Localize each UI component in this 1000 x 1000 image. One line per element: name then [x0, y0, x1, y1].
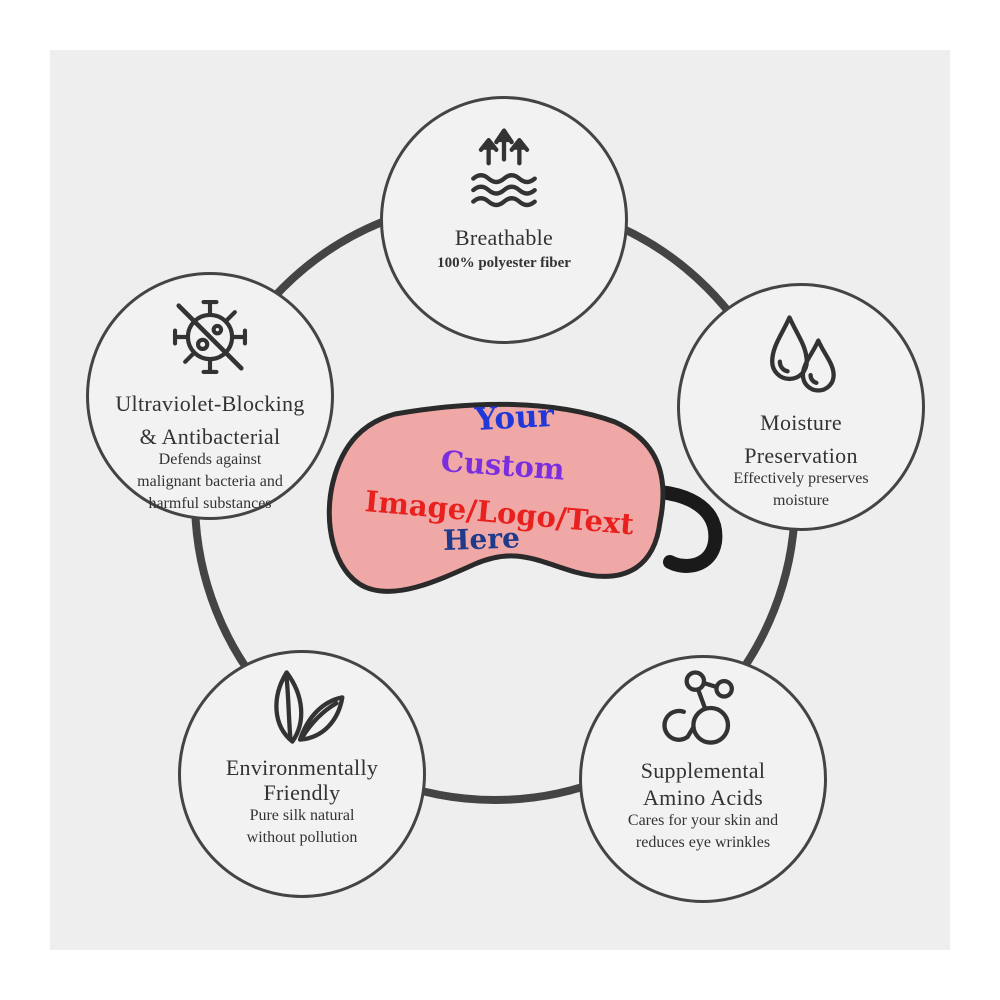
feature-description: 100% polyester fiber: [437, 255, 571, 271]
feature-title-line-2: & Antibacterial: [139, 424, 281, 449]
leaves-icon: [254, 659, 350, 755]
feature-description-line-1: Effectively preserves: [733, 470, 869, 487]
mask-text-here: Here: [442, 521, 521, 557]
anti-bacteria-icon: [164, 291, 256, 383]
feature-uv-antibacterial: Ultraviolet-Blocking & Antibacterial Def…: [86, 272, 334, 520]
wave-arrows-icon: [456, 121, 552, 217]
feature-title: Breathable: [454, 225, 554, 250]
feature-description-line-2: reduces eye wrinkles: [635, 834, 771, 851]
feature-title-line-1: Environmentally: [225, 755, 379, 780]
feature-moisture-preservation: Moisture Preservation Effectively preser…: [677, 283, 925, 531]
molecule-icon: [655, 660, 751, 756]
feature-title-line-2: Amino Acids: [642, 785, 764, 810]
feature-environmentally-friendly: Environmentally Friendly Pure silk natur…: [178, 650, 426, 898]
feature-description-line-2: moisture: [773, 492, 829, 509]
feature-breathable: Breathable 100% polyester fiber: [380, 96, 628, 344]
water-drops-icon: [753, 306, 849, 402]
feature-description-line-1: Defends against: [158, 451, 262, 468]
feature-title-line-2: Friendly: [263, 780, 341, 805]
feature-amino-acids: Supplemental Amino Acids Cares for your …: [579, 655, 827, 903]
feature-title-line-2: Preservation: [744, 443, 858, 468]
feature-description-line-3: harmful substances: [148, 495, 272, 512]
feature-description-line-2: without pollution: [246, 829, 358, 846]
feature-description-line-1: Cares for your skin and: [627, 812, 779, 829]
sleep-mask-shape: [326, 401, 723, 594]
feature-title-line-1: Moisture: [760, 410, 842, 435]
mask-text-your: Your: [474, 397, 555, 438]
feature-description-line-1: Pure silk natural: [249, 807, 355, 824]
feature-title-line-1: Ultraviolet-Blocking: [115, 391, 305, 416]
feature-title-line-1: Supplemental: [640, 758, 766, 783]
feature-description-line-2: malignant bacteria and: [137, 473, 283, 490]
sleep-mask-product: Your Custom Image/Logo/Text Here: [325, 392, 725, 617]
